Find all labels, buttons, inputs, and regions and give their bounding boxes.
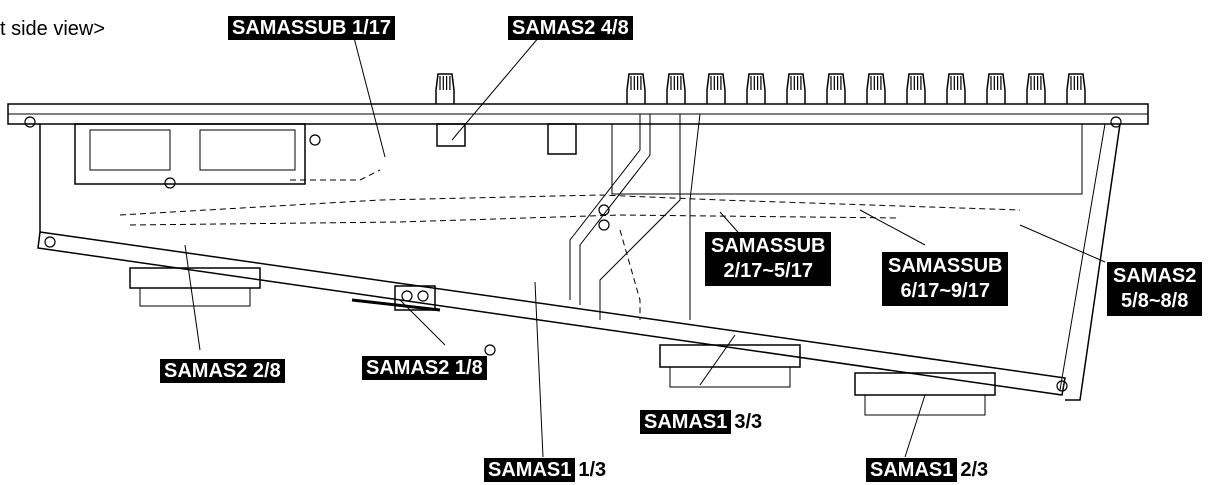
leader-samas1-3-3 <box>699 334 736 386</box>
right-wall <box>1065 123 1121 401</box>
left-module-window-2 <box>199 129 296 171</box>
right-wall-inner <box>1059 123 1106 391</box>
cable-2 <box>579 114 651 305</box>
connector-mid-body <box>669 366 791 388</box>
knob <box>1026 73 1046 104</box>
knob <box>946 73 966 104</box>
top-module <box>436 123 466 147</box>
left-module <box>74 123 306 185</box>
connector-left-body <box>139 287 251 307</box>
knob <box>626 73 646 104</box>
label-samassub-6-17-9-17: SAMASSUB 6/17~9/17 <box>882 252 1009 306</box>
screw-icon <box>1110 116 1122 128</box>
screw-icon <box>417 290 429 302</box>
connector-right-body <box>864 394 986 416</box>
leader-samas2-4-8 <box>451 29 546 141</box>
label-samas2-1-8: SAMAS2 1/8 <box>362 356 487 380</box>
leader-samas2-5-8 <box>1019 224 1106 263</box>
bottom-chassis <box>37 231 1066 396</box>
connector-right <box>854 372 996 396</box>
cable-1 <box>569 114 641 300</box>
knob <box>706 73 726 104</box>
board-region <box>611 123 1083 195</box>
screw-icon <box>484 344 496 356</box>
label-samassub-2-17-5-17: SAMASSUB 2/17~5/17 <box>705 232 832 286</box>
leader-samassub-1-17 <box>351 29 386 158</box>
leader-samas1-1-3 <box>534 281 544 458</box>
label-samas2-4-8: SAMAS2 4/8 <box>508 16 633 40</box>
leader-samas2-1-8 <box>399 299 446 346</box>
bracket-bar <box>351 298 441 312</box>
label-samassub-1-17: SAMASSUB 1/17 <box>228 16 395 40</box>
screw-icon <box>24 116 36 128</box>
knob <box>786 73 806 104</box>
screw-icon <box>44 236 56 248</box>
screw-icon <box>401 290 413 302</box>
knob <box>866 73 886 104</box>
leader-samassub-6-9 <box>859 209 926 246</box>
knob <box>906 73 926 104</box>
connector-mid <box>659 344 801 368</box>
wiring-3 <box>290 169 381 181</box>
knob <box>1066 73 1086 104</box>
left-module-window-1 <box>89 129 171 171</box>
screw-icon <box>309 134 321 146</box>
knob <box>746 73 766 104</box>
top-module-2 <box>547 123 577 155</box>
screw-icon <box>1056 380 1068 392</box>
wiring-2 <box>129 214 901 226</box>
leader-samas1-2-3 <box>904 394 926 458</box>
screw-icon <box>598 219 610 231</box>
label-samas2-5-8-8-8: SAMAS2 5/8~8/8 <box>1107 262 1203 316</box>
knob <box>666 73 686 104</box>
knob <box>435 73 455 104</box>
wiring-1 <box>119 194 1021 216</box>
cable-4 <box>689 113 701 320</box>
knob-row <box>435 73 1086 104</box>
cable-3 <box>599 114 681 320</box>
label-samas2-2-8: SAMAS2 2/8 <box>160 359 285 383</box>
knob <box>986 73 1006 104</box>
bracket <box>394 285 436 311</box>
screw-icon <box>164 177 176 189</box>
view-caption: t side view> <box>0 18 106 40</box>
leader-samas2-2-8 <box>184 244 201 351</box>
screw-icon <box>598 204 610 216</box>
knob <box>826 73 846 104</box>
